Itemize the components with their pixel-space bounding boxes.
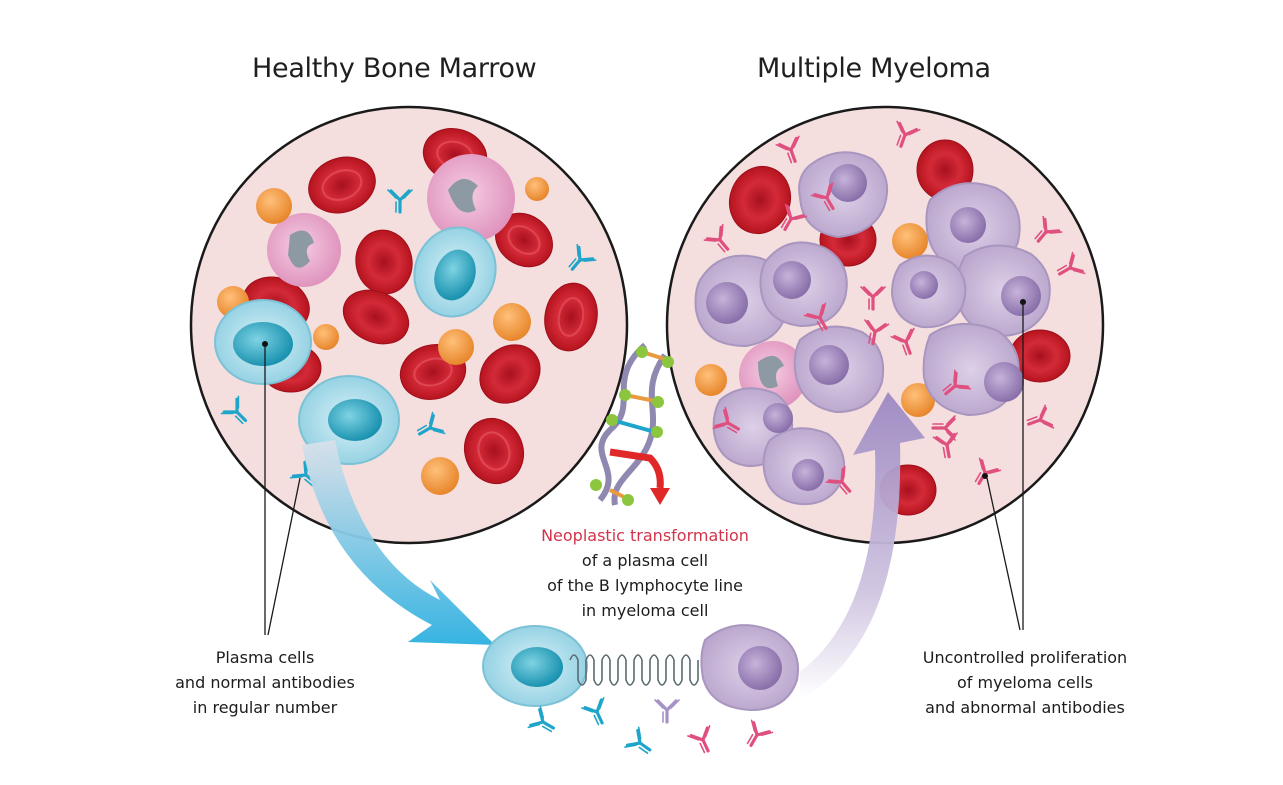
myeloma-cell-bottom xyxy=(700,624,799,712)
center-line-3: in myeloma cell xyxy=(581,601,709,620)
left-line-2: and normal antibodies xyxy=(175,673,355,692)
mutation-coil xyxy=(569,654,699,686)
right-line-3: and abnormal antibodies xyxy=(925,698,1125,717)
left-line-1: Plasma cells xyxy=(215,648,315,667)
neoplastic-highlight: Neoplastic transformation xyxy=(541,526,749,545)
neoplastic-transformation-label: Neoplastic transformation of a plasma ce… xyxy=(500,523,790,623)
plasma-cell-bottom xyxy=(482,625,588,707)
myeloma-panel xyxy=(665,105,1105,545)
center-line-1: of a plasma cell xyxy=(581,551,709,570)
title-multiple-myeloma: Multiple Myeloma xyxy=(757,53,991,84)
plasma-cells-label: Plasma cells and normal antibodies in re… xyxy=(130,645,400,720)
center-line-2: of the B lymphocyte line xyxy=(547,576,743,595)
healthy-marrow-panel xyxy=(189,105,629,545)
dna-helix-icon xyxy=(590,342,674,506)
right-line-1: Uncontrolled proliferation xyxy=(922,648,1128,667)
blue-flow-arrow xyxy=(302,440,495,645)
title-healthy-bone-marrow: Healthy Bone Marrow xyxy=(252,53,537,84)
right-line-2: of myeloma cells xyxy=(957,673,1093,692)
left-line-3: in regular number xyxy=(192,698,338,717)
uncontrolled-proliferation-label: Uncontrolled proliferation of myeloma ce… xyxy=(885,645,1165,720)
purple-flow-arrow xyxy=(800,392,925,700)
